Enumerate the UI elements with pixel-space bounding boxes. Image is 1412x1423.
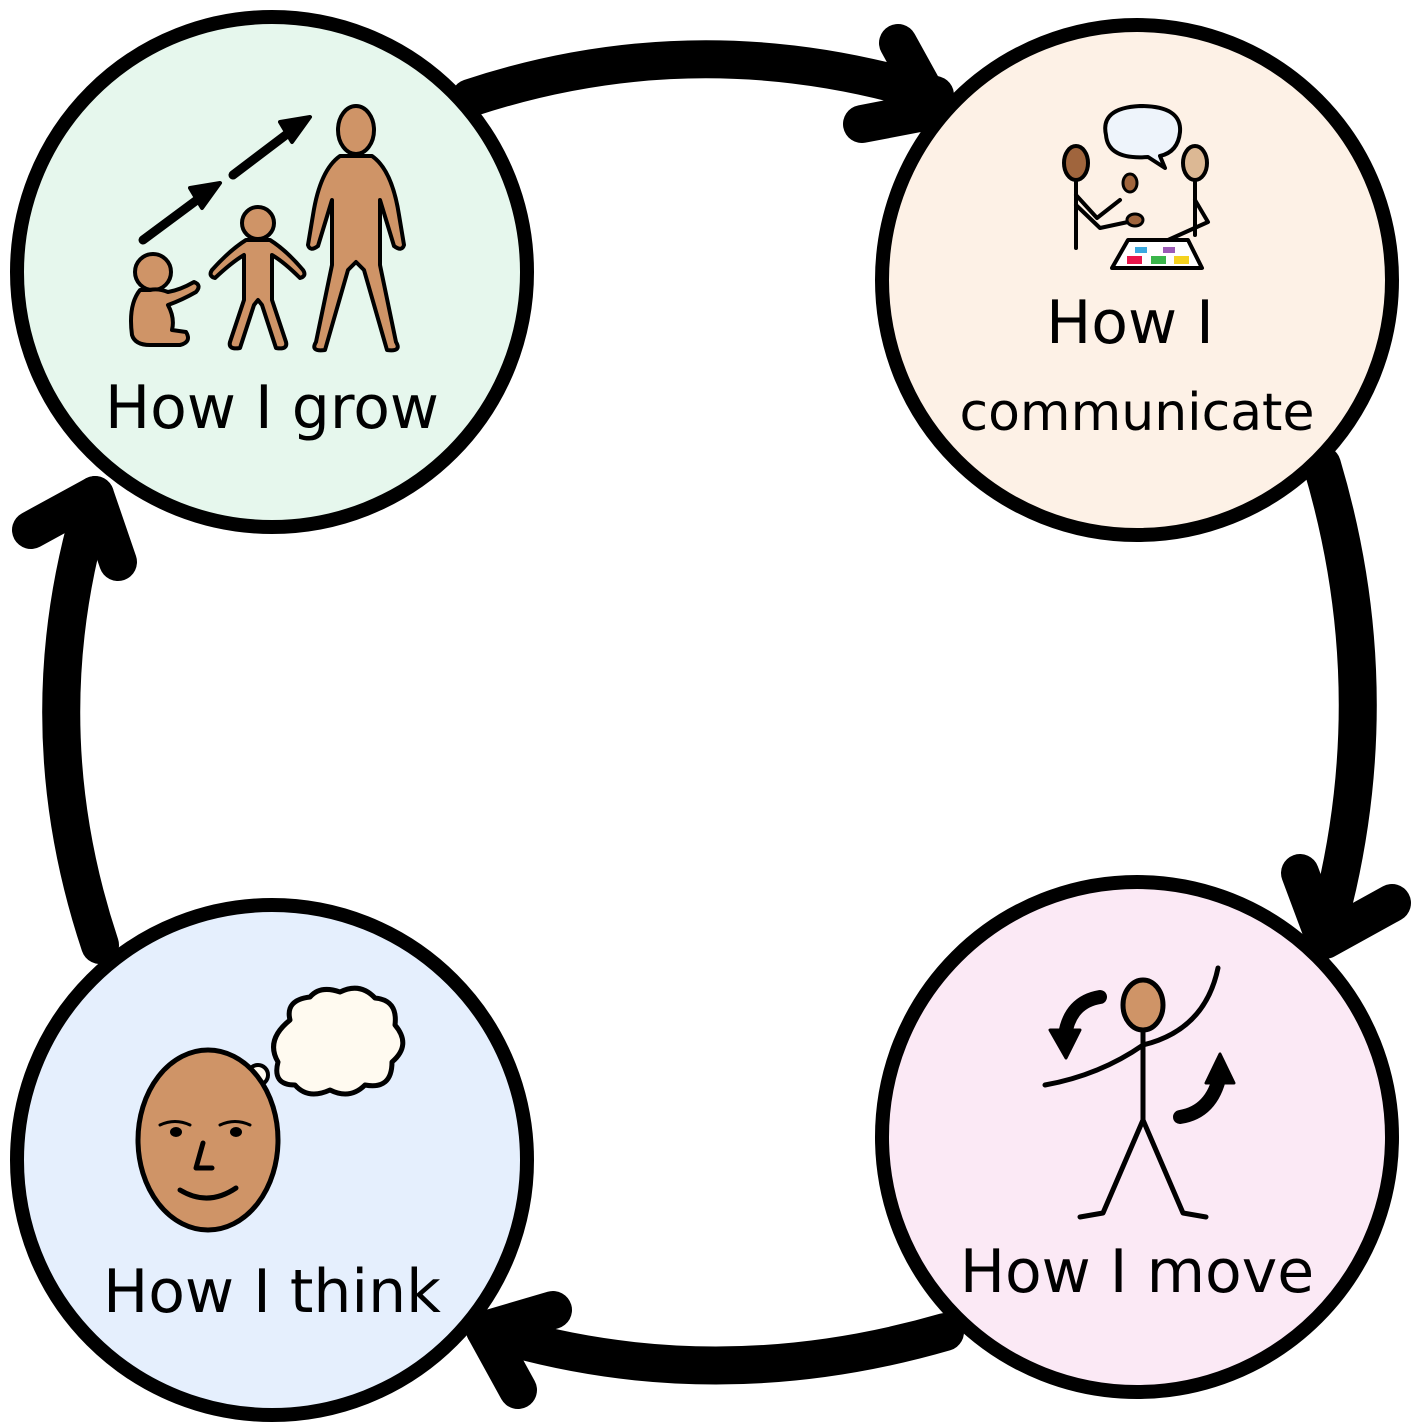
node-think-label: How I think — [103, 1257, 441, 1327]
connectors — [12, 24, 1411, 1409]
dancing-person-icon — [1042, 965, 1236, 1220]
node-communicate-label-line-2: communicate — [960, 383, 1315, 443]
arrow-communicate-to-move — [1303, 446, 1377, 954]
arrowhead-communicate-to-move — [1281, 854, 1411, 959]
node-grow-label: How I grow — [105, 373, 439, 443]
growth-stages-icon — [129, 104, 406, 353]
arrow-think-to-grow — [42, 476, 119, 964]
node-communicate-label-line-1: How I — [1046, 288, 1214, 358]
communication-board-icon — [1062, 104, 1210, 270]
node-communicate-circle — [875, 18, 1399, 542]
arrow-grow-to-communicate — [451, 40, 954, 117]
node-think: How I think — [10, 898, 534, 1422]
arrowhead-think-to-grow — [12, 476, 137, 581]
node-move-label: How I move — [960, 1237, 1314, 1307]
thinking-face-icon — [135, 985, 406, 1233]
node-grow: How I grow — [10, 10, 534, 534]
arrowhead-grow-to-communicate — [843, 24, 954, 143]
arrowhead-move-to-think — [466, 1291, 572, 1409]
node-move: How I move — [875, 875, 1399, 1399]
node-communicate: How I communicate — [875, 18, 1399, 542]
arrow-move-to-think — [466, 1311, 964, 1385]
